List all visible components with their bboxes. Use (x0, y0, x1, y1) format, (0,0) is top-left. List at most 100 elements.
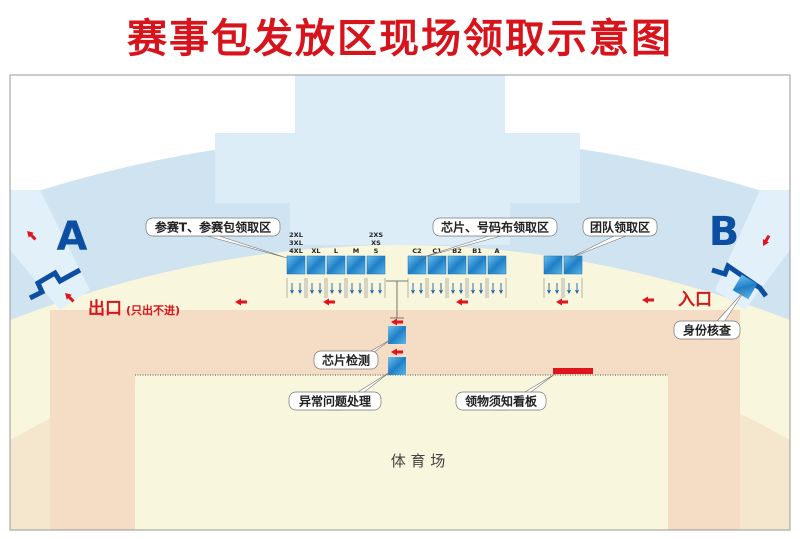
booth-size-label: C2 (412, 247, 421, 255)
callout-box (455, 391, 547, 411)
flow-arrows (27, 231, 771, 356)
queue-arrow-icon (378, 283, 382, 295)
tshirt-booth: M (346, 247, 366, 298)
booth-table (407, 255, 427, 275)
callout-chip-zone: 芯片、号码布领取区 (419, 217, 558, 259)
callout-text: 团队领取区 (590, 220, 650, 235)
team-booth (563, 255, 583, 298)
building-mid (215, 133, 580, 203)
flow-arrow-icon (556, 298, 568, 306)
callout-box (673, 320, 741, 340)
chip-check-booth (388, 326, 406, 344)
callout-box (582, 217, 658, 237)
chip-booth (487, 255, 507, 298)
queue-arrow-icon (439, 283, 443, 295)
queue-arrow-icon (431, 283, 435, 295)
booth-table (427, 255, 447, 275)
booth-size-label: 4XL (289, 247, 303, 255)
flow-arrow-icon (235, 298, 247, 306)
queue-arrow-icon (471, 283, 475, 295)
gate-b-passage (715, 190, 790, 310)
booth-size-label: 3XL (289, 239, 303, 247)
notice-board (553, 368, 593, 374)
booth-size-label: 2XL (289, 231, 303, 239)
queue-arrow-icon (290, 283, 294, 295)
booth-table (286, 255, 306, 275)
exception-booth (388, 357, 406, 375)
queue-arrow-icon (330, 283, 334, 295)
booth-size-label: B1 (472, 247, 482, 255)
gate-a-label: A (57, 214, 88, 260)
booth-table (346, 255, 366, 275)
callout-text: 异常问题处理 (299, 394, 371, 409)
queue-arrow-icon (491, 283, 495, 295)
stadium-label: 体 育 场 (391, 452, 446, 470)
chip-booth (447, 255, 467, 298)
queue-arrow-icon (358, 283, 362, 295)
callout-team-zone: 团队领取区 (569, 217, 658, 259)
booth-table (326, 255, 346, 275)
flow-arrow-icon (642, 296, 654, 304)
callout-text: 参赛T、参赛包领取区 (155, 220, 271, 235)
page-title: 赛事包发放区现场领取示意图 (127, 16, 673, 62)
id-check-booth (732, 274, 758, 300)
stadium-area (135, 375, 668, 530)
exit-label: 出口 (88, 298, 122, 319)
queue-arrow-icon (298, 283, 302, 295)
callout-notice-board: 领物须知看板 (455, 373, 556, 411)
flow-arrow-icon (391, 318, 403, 326)
exit-note: (只出不进) (126, 303, 180, 317)
map-frame (9, 74, 791, 531)
callout-chip-check: 芯片检测 (313, 339, 391, 370)
queue-arrow-icon (411, 283, 415, 295)
booth-size-label: S (374, 247, 379, 255)
flow-arrow-icon (456, 298, 468, 306)
flow-arrow-icon (27, 231, 37, 241)
booth-table (543, 255, 563, 275)
queue-arrow-icon (555, 283, 559, 295)
callout-text: 领物须知看板 (465, 394, 538, 409)
queue-divider (390, 281, 404, 319)
callout-text: 芯片检测 (322, 353, 370, 368)
gate-a-passage (10, 190, 90, 310)
gate-b-icon (711, 262, 768, 298)
queue-arrow-icon (451, 283, 455, 295)
callout-box (145, 217, 281, 237)
queue-arrow-icon (567, 283, 571, 295)
callout-box (288, 391, 382, 411)
chip-booth (427, 255, 447, 298)
booth-size-label: B2 (452, 247, 461, 255)
booth-size-label: XL (311, 247, 320, 255)
booth-size-label: M (353, 247, 359, 255)
queue-arrow-icon (479, 283, 483, 295)
flow-arrow-icon (323, 298, 335, 306)
queue-arrow-icon (350, 283, 354, 295)
queue-arrow-icon (370, 283, 374, 295)
booth-table (306, 255, 326, 275)
callout-box (432, 217, 558, 237)
booth-table (487, 255, 507, 275)
flow-arrow-icon (391, 348, 403, 356)
booth-table (467, 255, 487, 275)
flow-arrow-icon (762, 234, 771, 246)
callout-id-check: 身份核查 (673, 289, 746, 340)
callout-tshirt-zone: 参赛T、参赛包领取区 (145, 217, 288, 259)
queue-arrow-icon (419, 283, 423, 295)
queue-arrow-icon (459, 283, 463, 295)
booth-table (447, 255, 467, 275)
entry-label: 入口 (678, 290, 712, 310)
team-booth (543, 255, 563, 298)
callout-exception: 异常问题处理 (288, 371, 391, 411)
gate-b-label: B (709, 209, 740, 255)
booth-size-label: C1 (432, 247, 442, 255)
queue-arrow-icon (338, 283, 342, 295)
queue-arrow-icon (318, 283, 322, 295)
building-top (295, 75, 505, 135)
callout-text: 身份核查 (683, 323, 732, 338)
gate-a-icon (28, 267, 82, 301)
booth-size-label: XS (371, 239, 381, 247)
